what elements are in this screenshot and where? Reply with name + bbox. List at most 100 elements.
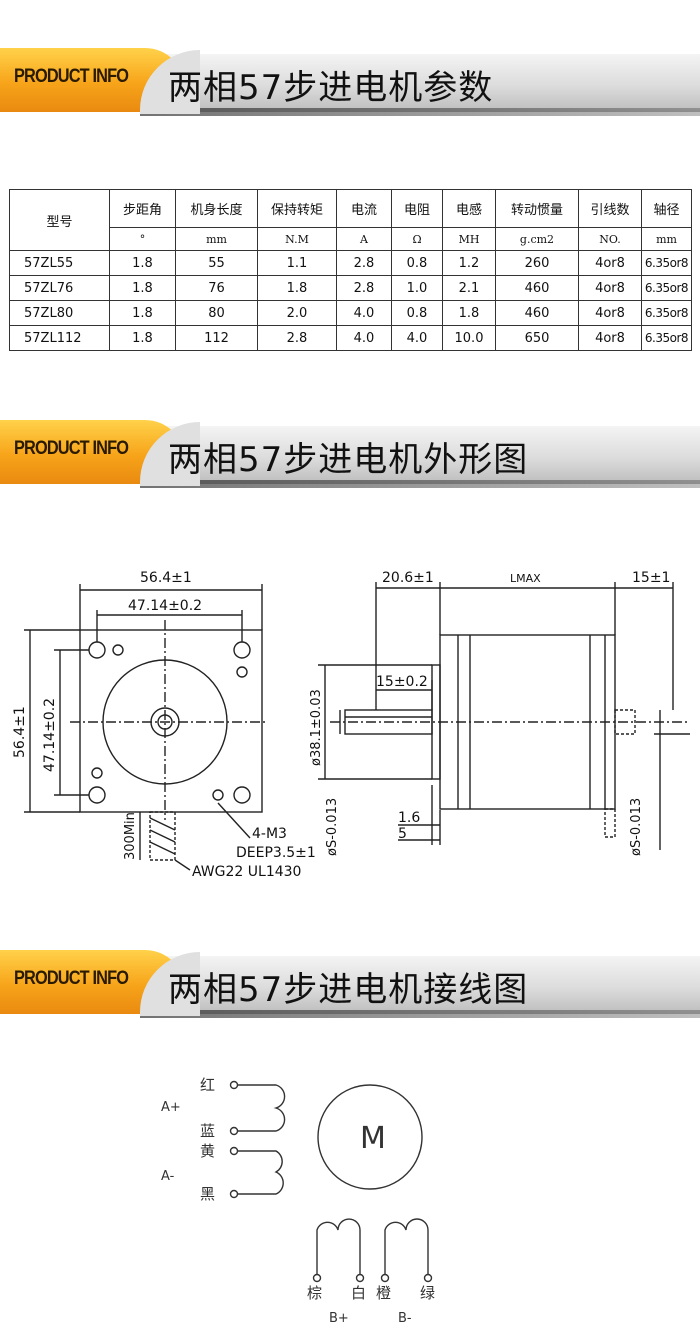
table-cell: 2.8 [336,250,392,276]
wire-green-label: 绿 [420,1284,435,1302]
dim-boss-diameter: ø38.1±0.03 [309,689,324,766]
unit-cell: NO. [578,227,642,251]
table-cell: 4.0 [336,325,392,351]
table-cell: 4.0 [336,300,392,326]
table-cell: 650 [495,325,579,351]
unit-cell: A [336,227,392,251]
dim-wire-spec: AWG22 UL1430 [192,864,301,880]
table-row: 57ZL76 1.8 76 1.8 2.8 1.0 2.1 460 4or8 6… [9,275,692,301]
table-cell: 55 [175,250,258,276]
table-cell: 1.8 [109,325,176,351]
header-resistance: 电阻 [391,189,443,228]
front-body-outline [79,629,263,813]
model-cell: 57ZL76 [9,275,110,301]
banner-shadow [140,480,700,488]
header-leads: 引线数 [578,189,642,228]
product-info-label: PRODUCT INFO [14,438,129,459]
table-row: 57ZL80 1.8 80 2.0 4.0 0.8 1.8 460 4or8 6… [9,300,692,326]
motor-label: M [360,1121,386,1156]
banner-shadow [140,1010,700,1018]
header-step-angle: 步距角 [109,189,176,228]
table-cell: 6.35or8 [641,250,692,276]
coil-b-right [384,1218,429,1274]
table-cell: 1.0 [391,275,443,301]
wire-blue-label: 蓝 [200,1122,215,1140]
label-b-plus: B+ [329,1311,349,1326]
label-b-minus: B- [398,1311,412,1326]
table-cell: 4or8 [578,300,642,326]
table-row: 57ZL112 1.8 112 2.8 4.0 4.0 10.0 650 4or… [9,325,692,351]
wire-orange-label: 橙 [376,1284,391,1302]
table-cell: 112 [175,325,258,351]
dim-flange-thickness: 5 [398,826,407,842]
header-inductance: 电感 [442,189,496,228]
dim-screw-spec: 4-M3 [252,826,287,842]
dim-rear-shaft-diameter: øS-0.013 [629,798,644,856]
table-cell: 2.0 [257,300,337,326]
header-current: 电流 [336,189,392,228]
wire-red-label: 红 [200,1076,215,1094]
header-inertia: 转动惯量 [495,189,579,228]
coil-a-upper [238,1084,286,1132]
table-cell: 260 [495,250,579,276]
section-title: 两相57步进电机接线图 [168,970,529,1010]
table-cell: 4or8 [578,275,642,301]
spec-table: 型号 步距角 机身长度 保持转矩 电流 电阻 电感 转动惯量 引线数 轴径 ° … [9,189,692,351]
motor-circle [317,1084,423,1190]
table-cell: 1.1 [257,250,337,276]
product-info-label: PRODUCT INFO [14,968,129,989]
label-a-minus: A- [161,1169,175,1184]
label-a-plus: A+ [161,1100,181,1115]
table-cell: 2.8 [336,275,392,301]
dim-lead-length: 300Min [123,812,138,860]
table-cell: 6.35or8 [641,300,692,326]
table-cell: 460 [495,275,579,301]
table-header-row: 型号 步距角 机身长度 保持转矩 电流 电阻 电感 转动惯量 引线数 轴径 [9,189,692,251]
banner-shadow [140,108,700,116]
dim-front-height: 56.4±1 [12,706,28,758]
dim-front-width: 56.4±1 [140,570,192,586]
table-row: 57ZL55 1.8 55 1.1 2.8 0.8 1.2 260 4or8 6… [9,250,692,276]
wiring-diagram: A+ A- 红 蓝 黄 黑 M 棕 白 橙 绿 B+ B- [161,1076,435,1326]
unit-cell: Ω [391,227,443,251]
section-banner-wiring: PRODUCT INFO 两相57步进电机接线图 [0,948,700,1020]
unit-cell: mm [641,227,692,251]
dim-boss-length: 20.6±1 [382,570,434,586]
model-cell: 57ZL112 [9,325,110,351]
table-cell: 4.0 [391,325,443,351]
table-cell: 0.8 [391,250,443,276]
wire-black-label: 黑 [200,1185,215,1203]
model-cell: 57ZL80 [9,300,110,326]
table-cell: 2.1 [442,275,496,301]
table-cell: 4or8 [578,325,642,351]
unit-cell: g.cm2 [495,227,579,251]
table-cell: 1.8 [442,300,496,326]
wire-white-label: 白 [351,1284,366,1302]
table-cell: 6.35or8 [641,325,692,351]
dim-rear-length: 15±1 [632,570,670,586]
table-cell: 1.8 [109,300,176,326]
header-holding-torque: 保持转矩 [257,189,337,228]
table-cell: 2.8 [257,325,337,351]
table-cell: 1.8 [257,275,337,301]
table-cell: 10.0 [442,325,496,351]
unit-cell: ° [109,227,176,251]
wire-yellow-label: 黄 [200,1142,215,1160]
model-cell: 57ZL55 [9,250,110,276]
table-cell: 6.35or8 [641,275,692,301]
product-info-label: PRODUCT INFO [14,66,129,87]
table-cell: 80 [175,300,258,326]
table-units-row: ° mm N.M A Ω MH g.cm2 NO. mm [10,227,692,251]
dim-boss-thickness: 1.6 [398,810,420,826]
unit-cell: mm [175,227,258,251]
coil-a-lower [238,1150,284,1195]
table-cell: 0.8 [391,300,443,326]
header-model: 型号 [9,189,110,251]
dim-flat-length: 15±0.2 [376,674,428,690]
section-title: 两相57步进电机参数 [168,68,494,108]
dim-lmax: LMAX [510,572,541,585]
table-cell: 4or8 [578,250,642,276]
table-cell: 1.8 [109,275,176,301]
dim-shaft-diameter: øS-0.013 [325,798,340,856]
table-cell: 1.2 [442,250,496,276]
